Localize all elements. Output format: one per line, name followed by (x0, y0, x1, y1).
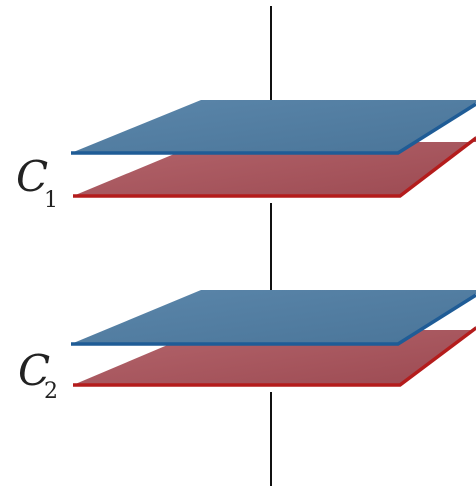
c1-label: C (16, 152, 48, 201)
c2-subscript: 2 (44, 379, 58, 404)
c1-bottom-plate-edge (73, 136, 476, 198)
c2-top-plate (71, 290, 476, 344)
c2-bottom-plate-edge (73, 326, 476, 387)
c1-top-plate-edge (71, 102, 476, 155)
capacitor-c1: C 1 (16, 100, 476, 213)
capacitor-c2: C 2 (18, 290, 476, 404)
c1-top-plate (71, 100, 476, 153)
c2-top-plate-edge (71, 293, 476, 346)
c1-subscript: 1 (44, 188, 58, 213)
c2-label: C (18, 346, 50, 395)
